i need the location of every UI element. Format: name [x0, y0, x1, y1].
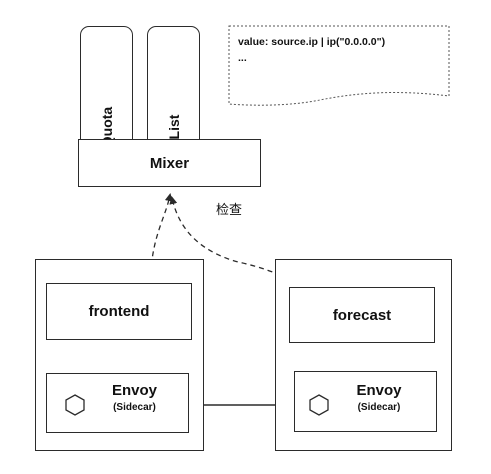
- list-adapter-label: List: [165, 114, 182, 140]
- quota-adapter: Quota: [80, 26, 133, 147]
- hexagon-icon: [65, 394, 85, 416]
- config-note-line-1: value: source.ip | ip("0.0.0.0"): [238, 36, 386, 48]
- frontend-envoy-box: Envoy (Sidecar): [46, 373, 189, 433]
- forecast-service-label: forecast: [332, 306, 392, 324]
- frontend-service-label: frontend: [88, 303, 150, 320]
- forecast-check-arrow: [169, 196, 363, 373]
- check-label: 检查: [216, 203, 243, 218]
- frontend-envoy-label: Envoy (Sidecar): [97, 382, 172, 413]
- frontend-envoy-subtitle: (Sidecar): [113, 402, 156, 413]
- forecast-envoy-label: Envoy (Sidecar): [339, 382, 419, 413]
- list-adapter: List: [147, 26, 200, 144]
- forecast-envoy-subtitle: (Sidecar): [357, 402, 401, 413]
- config-note: value: source.ip | ip("0.0.0.0") ...: [230, 28, 448, 98]
- frontend-service-box: frontend: [46, 283, 192, 340]
- mixer-label: Mixer: [149, 154, 190, 172]
- hexagon-icon: [309, 394, 329, 416]
- config-note-line-2: ...: [238, 52, 247, 64]
- mixer-box: Mixer: [78, 139, 261, 187]
- frontend-envoy-title: Envoy: [111, 382, 157, 399]
- forecast-envoy-box: Envoy (Sidecar): [294, 371, 437, 432]
- forecast-envoy-title: Envoy: [356, 382, 402, 399]
- forecast-service-box: forecast: [289, 287, 435, 343]
